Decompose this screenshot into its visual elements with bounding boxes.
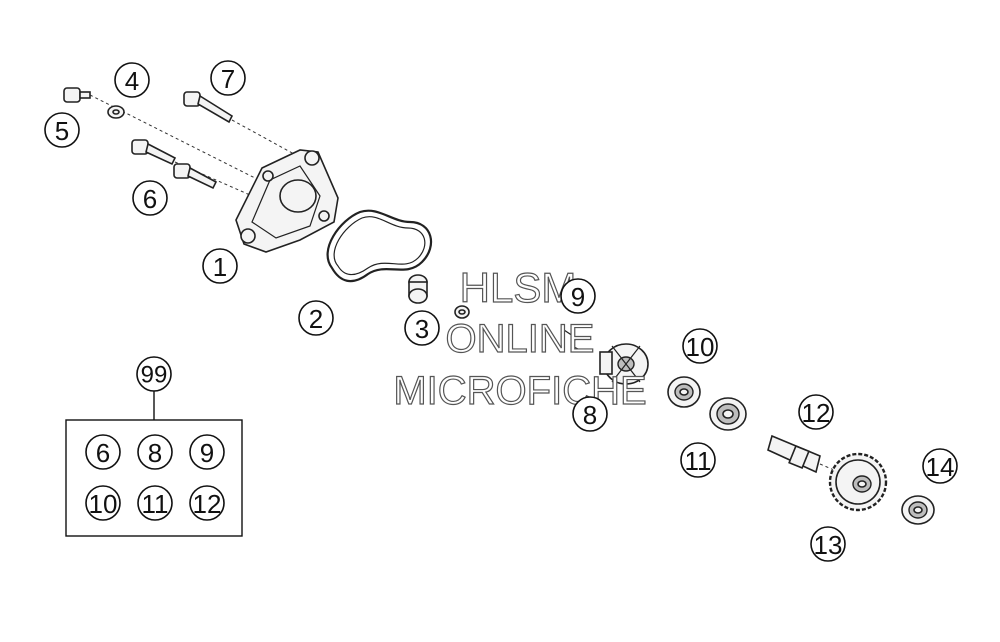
callout-9[interactable]: 9 xyxy=(560,278,596,314)
watermark: HLSM ONLINE MICROFICHE xyxy=(393,263,648,413)
callout-11[interactable]: 11 xyxy=(680,442,716,478)
svg-text:10: 10 xyxy=(686,332,715,362)
part-6-bolt-lower xyxy=(173,163,218,190)
callout-2[interactable]: 2 xyxy=(298,300,334,336)
svg-text:11: 11 xyxy=(142,489,169,519)
part-7-bolt xyxy=(183,91,306,161)
kit-group: 99 6 8 9 10 11 12 xyxy=(65,356,243,537)
svg-text:9: 9 xyxy=(571,282,585,312)
svg-text:6: 6 xyxy=(96,438,110,468)
svg-text:8: 8 xyxy=(583,400,597,430)
svg-text:8: 8 xyxy=(148,438,162,468)
svg-text:13: 13 xyxy=(814,530,843,560)
kit-item-10[interactable]: 10 xyxy=(85,485,121,521)
part-13-gear xyxy=(828,452,888,512)
callout-7[interactable]: 7 xyxy=(210,60,246,96)
callout-13[interactable]: 13 xyxy=(810,526,846,562)
svg-text:12: 12 xyxy=(193,489,222,519)
part-14-bearing xyxy=(901,495,935,525)
kit-item-12[interactable]: 12 xyxy=(189,485,225,521)
svg-text:14: 14 xyxy=(926,452,955,482)
part-2-gasket xyxy=(326,209,432,283)
svg-text:11: 11 xyxy=(685,446,712,476)
part-8-impeller xyxy=(599,343,649,385)
svg-text:6: 6 xyxy=(143,184,157,214)
svg-text:7: 7 xyxy=(221,64,235,94)
watermark-line-1: HLSM xyxy=(460,264,577,311)
kit-item-6[interactable]: 6 xyxy=(85,434,121,470)
kit-item-9[interactable]: 9 xyxy=(189,434,225,470)
part-12-shaft xyxy=(767,434,849,477)
svg-text:1: 1 xyxy=(213,252,227,282)
svg-text:3: 3 xyxy=(415,314,429,344)
part-1-pump-cover xyxy=(235,149,339,253)
callout-5[interactable]: 5 xyxy=(44,112,80,148)
callout-14[interactable]: 14 xyxy=(922,448,958,484)
part-10-seal xyxy=(667,376,701,408)
callout-4[interactable]: 4 xyxy=(114,62,150,98)
callout-99[interactable]: 99 xyxy=(136,356,172,392)
part-3-sleeve xyxy=(408,274,428,304)
part-4-washer xyxy=(107,105,125,119)
kit-item-8[interactable]: 8 xyxy=(137,434,173,470)
part-9-clip xyxy=(563,329,585,353)
callout-8[interactable]: 8 xyxy=(572,396,608,432)
watermark-line-3: MICROFICHE xyxy=(393,369,646,413)
watermark-line-2: ONLINE xyxy=(446,317,595,361)
svg-text:2: 2 xyxy=(309,304,323,334)
svg-text:4: 4 xyxy=(125,66,139,96)
svg-text:12: 12 xyxy=(802,398,831,428)
callout-12[interactable]: 12 xyxy=(798,394,834,430)
callout-3[interactable]: 3 xyxy=(404,310,440,346)
part-11-bearing xyxy=(709,397,747,431)
part-5-bolt xyxy=(63,87,256,179)
svg-text:10: 10 xyxy=(89,489,118,519)
callout-1[interactable]: 1 xyxy=(202,248,238,284)
callout-6[interactable]: 6 xyxy=(132,180,168,216)
svg-text:5: 5 xyxy=(55,116,69,146)
callout-10[interactable]: 10 xyxy=(682,328,718,364)
part-ring xyxy=(454,305,470,319)
kit-item-11[interactable]: 11 xyxy=(137,485,173,521)
svg-text:9: 9 xyxy=(200,438,214,468)
svg-text:99: 99 xyxy=(141,362,168,389)
